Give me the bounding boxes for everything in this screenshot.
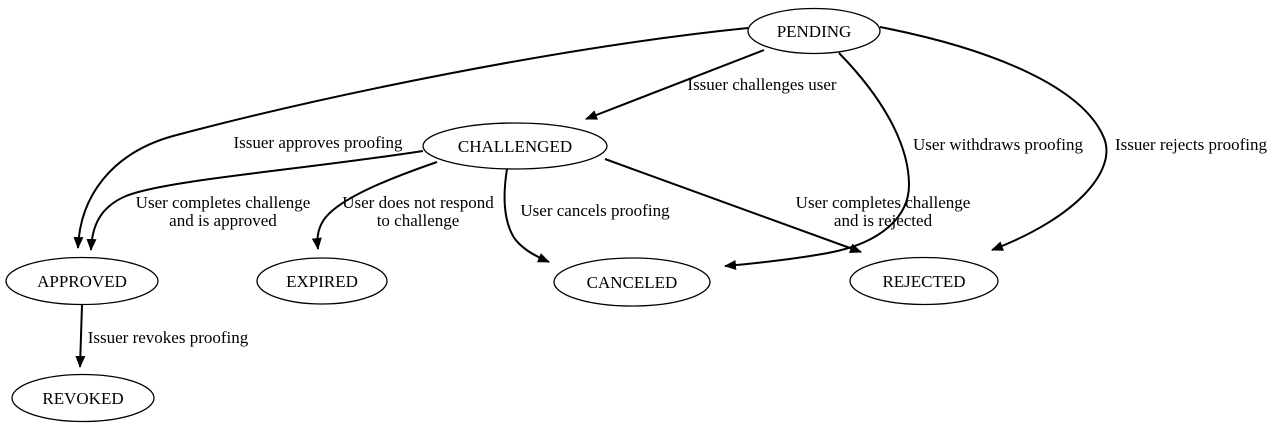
edge-challenged-rejected [604,158,862,253]
edge-approved-revoked [75,304,86,368]
edge-label-line: and is approved [169,211,277,230]
edge-label-line: Issuer challenges user [687,75,837,94]
edge-label-line: to challenge [377,211,460,230]
node-label-canceled: CANCELED [587,273,678,292]
node-canceled: CANCELED [553,257,711,307]
node-ellipse-rejected [849,256,999,306]
edge-label-line: User withdraws proofing [913,135,1083,154]
edge-label-pending-rejected: Issuer rejects proofing [1115,135,1268,154]
node-ellipse-expired [256,257,388,305]
node-label-approved: APPROVED [37,272,127,291]
node-ellipse-revoked [11,373,155,423]
edge-label-line: User completes challenge [796,193,971,212]
edge-label-pending-canceled: User withdraws proofing [913,135,1083,154]
node-ellipse-pending [747,7,881,55]
node-ellipse-canceled [553,257,711,307]
edge-pending-challenged [585,49,765,120]
node-ellipse-challenged [422,122,608,170]
edge-label-line: Issuer rejects proofing [1115,135,1268,154]
edge-label-pending-challenged: Issuer challenges user [687,75,837,94]
node-label-revoked: REVOKED [42,389,123,408]
edge-label-line: User does not respond [342,193,494,212]
edge-challenged-canceled [503,168,550,263]
edge-challenged-approved [86,150,424,251]
edge-label-line: and is rejected [834,211,933,230]
edge-pending-rejected [879,26,1108,251]
node-label-rejected: REJECTED [882,272,965,291]
edge-label-pending-approved: Issuer approves proofing [233,133,403,152]
node-revoked: REVOKED [11,373,155,423]
edge-label-line: User cancels proofing [520,201,670,220]
edge-pending-canceled [724,52,911,271]
node-label-challenged: CHALLENGED [458,137,572,156]
edge-label-challenged-canceled: User cancels proofing [520,201,670,220]
node-label-pending: PENDING [777,22,852,41]
edge-pending-approved [73,27,749,249]
node-ellipse-approved [5,256,159,306]
edge-label-line: Issuer approves proofing [233,133,403,152]
node-challenged: CHALLENGED [422,122,608,170]
node-rejected: REJECTED [849,256,999,306]
nodes-layer: PENDING CHALLENGED APPROVED EXPIRED CANCELED… [5,7,999,423]
node-approved: APPROVED [5,256,159,306]
node-pending: PENDING [747,7,881,55]
edge-label-line: User completes challenge [136,193,311,212]
edge-challenged-expired [311,161,438,250]
edge-label-approved-revoked: Issuer revokes proofing [88,328,249,347]
node-label-expired: EXPIRED [286,272,358,291]
node-expired: EXPIRED [256,257,388,305]
edge-label-line: Issuer revokes proofing [88,328,249,347]
